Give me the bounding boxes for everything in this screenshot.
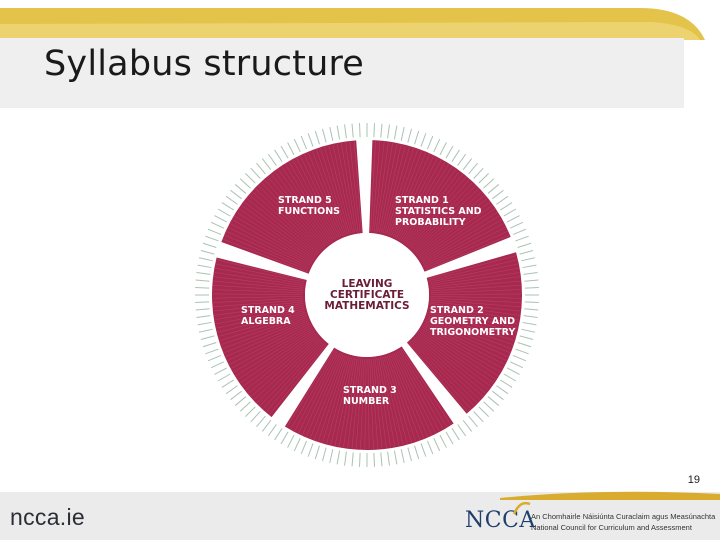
center-circle xyxy=(305,233,429,357)
page-number: 19 xyxy=(687,474,700,486)
ncca-english-name: National Council for Curriculum and Asse… xyxy=(531,523,692,532)
footer-website[interactable]: ncca.ie xyxy=(10,504,85,530)
ncca-irish-name: An Chomhairle Náisiúnta Curaclaim agus M… xyxy=(531,512,716,521)
slide-title: Syllabus structure xyxy=(44,44,365,84)
footer-gold-accent xyxy=(500,491,720,500)
top-gold-swoosh xyxy=(0,8,705,40)
footer-band xyxy=(0,492,720,540)
ncca-logo-swoosh-icon xyxy=(512,501,531,515)
title-band xyxy=(0,38,684,108)
ncca-logo: NCCA xyxy=(465,508,536,533)
outer-tick-ring xyxy=(195,123,539,467)
